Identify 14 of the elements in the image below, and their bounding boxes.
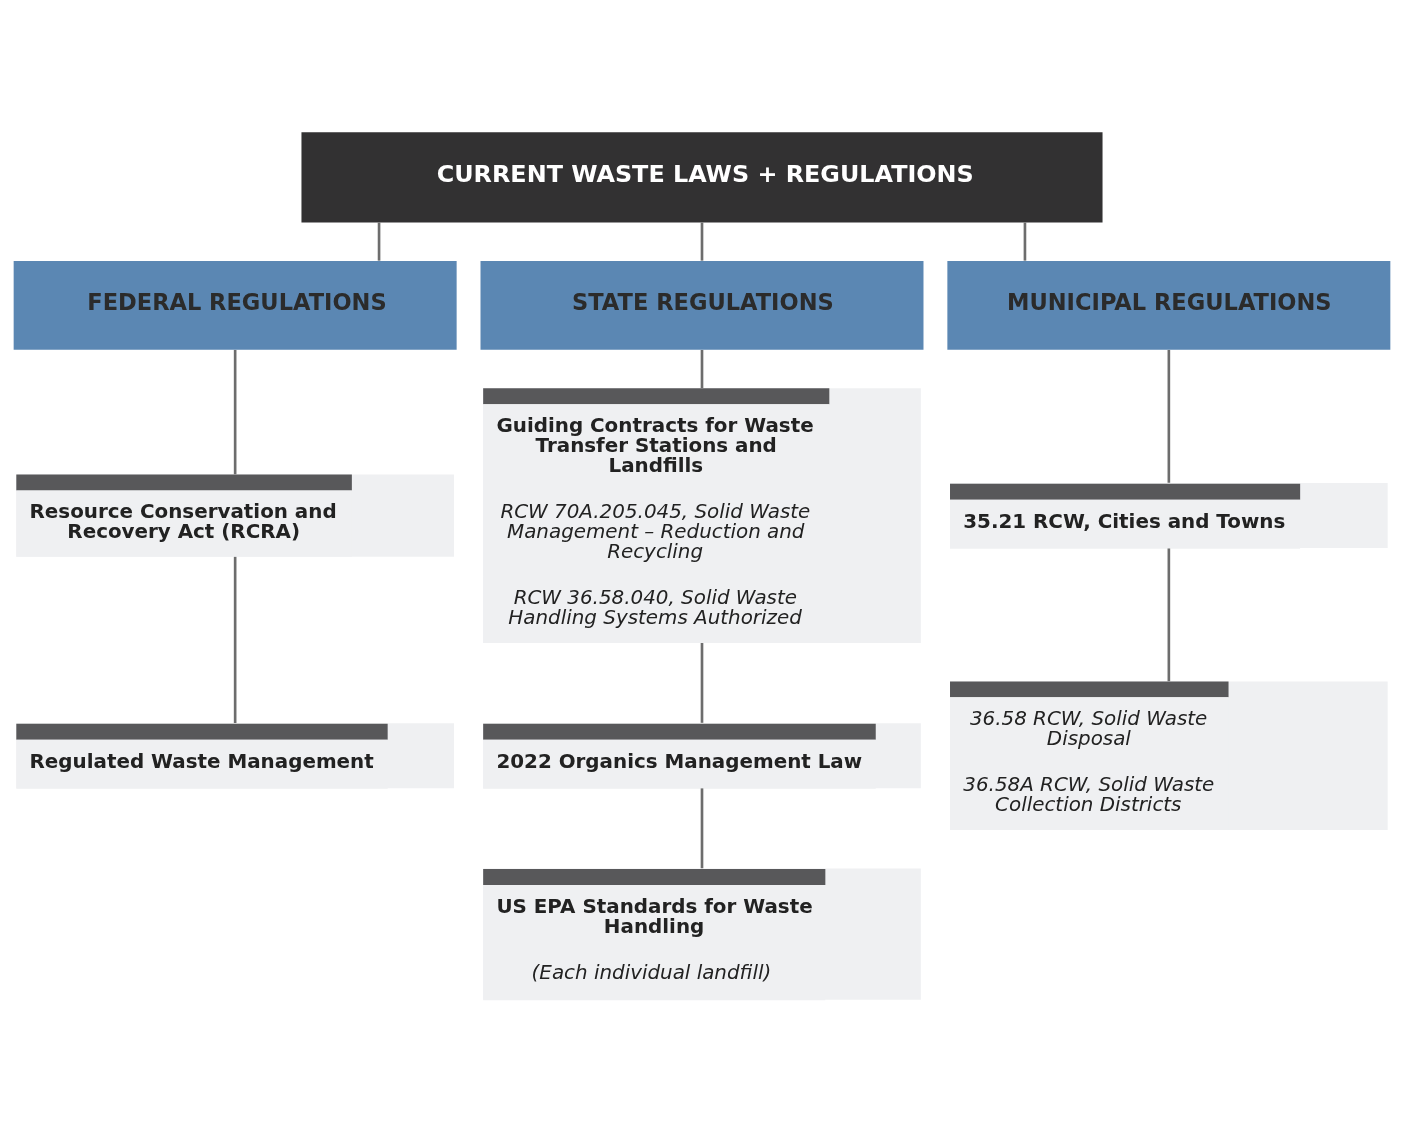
connector (233, 349, 237, 474)
connector (1167, 349, 1171, 483)
connector (233, 556, 237, 723)
node-box: CURRENT WASTE LAWS + REGULATIONS (301, 131, 1103, 222)
node-box: FEDERAL REGULATIONS (13, 260, 457, 350)
connector (1167, 548, 1171, 681)
connector (377, 222, 381, 261)
node-box: MUNICIPAL REGULATIONS (947, 260, 1391, 350)
connector (1023, 222, 1027, 261)
connector (700, 349, 704, 388)
connector (700, 787, 704, 868)
connector (700, 222, 704, 261)
connector (700, 642, 704, 723)
node-box: STATE REGULATIONS (480, 260, 924, 350)
